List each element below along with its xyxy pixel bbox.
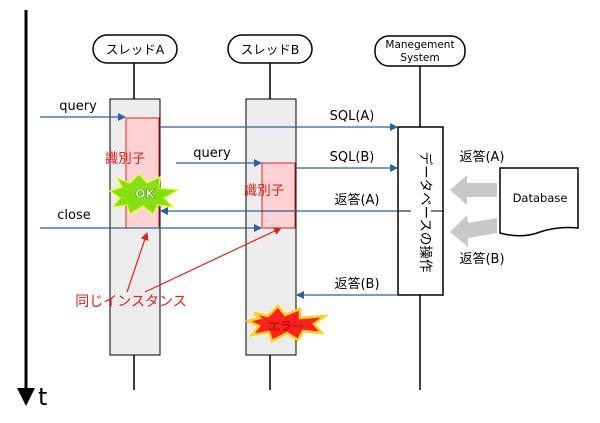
message-reply-a-label: 返答(A) — [334, 192, 379, 208]
message-arrows — [40, 113, 398, 299]
database-label: Database — [513, 191, 568, 205]
management-system-label-line2: System — [400, 52, 439, 64]
message-close-label: close — [57, 208, 90, 223]
arrow-same-instance-a — [126, 232, 149, 293]
thread-a-label: スレッドA — [106, 42, 165, 57]
thread-b-label: スレッドB — [241, 42, 300, 57]
message-query-b-label: query — [193, 146, 231, 161]
identifier-b-label: 識別子 — [244, 183, 285, 199]
participant-thread-a: スレッドA — [92, 34, 178, 64]
time-axis: t — [17, 10, 47, 411]
ok-burst: OK — [108, 173, 180, 215]
db-operation-box: データベースの操作 — [397, 126, 444, 296]
error-burst: エラー — [244, 304, 330, 343]
ok-label: OK — [135, 187, 155, 201]
arrow-same-instance-b — [144, 227, 282, 293]
identifier-a-label: 識別子 — [105, 151, 146, 167]
message-sql-b-label: SQL(B) — [330, 150, 375, 165]
time-axis-arrowhead — [17, 388, 35, 406]
db-reply-a-label: 返答(A) — [459, 149, 504, 165]
same-instance-label: 同じインスタンス — [75, 294, 186, 310]
participant-thread-b: スレッドB — [227, 34, 313, 64]
message-query-a-label: query — [59, 99, 97, 114]
message-reply-b-label: 返答(B) — [334, 276, 379, 292]
grey-arrow-reply-a — [450, 175, 497, 205]
grey-arrow-reply-b — [450, 215, 497, 247]
db-operation-label: データベースの操作 — [417, 152, 434, 273]
participant-management-system: Manegement System — [374, 35, 466, 67]
message-sql-a-label: SQL(A) — [330, 109, 375, 124]
db-reply-b-label: 返答(B) — [459, 251, 504, 267]
same-instance-annotation: 同じインスタンス — [75, 227, 282, 310]
database-shape: Database — [499, 167, 579, 237]
management-system-label-line1: Manegement — [385, 39, 454, 51]
time-axis-label: t — [38, 383, 47, 411]
error-label: エラー — [269, 319, 304, 333]
